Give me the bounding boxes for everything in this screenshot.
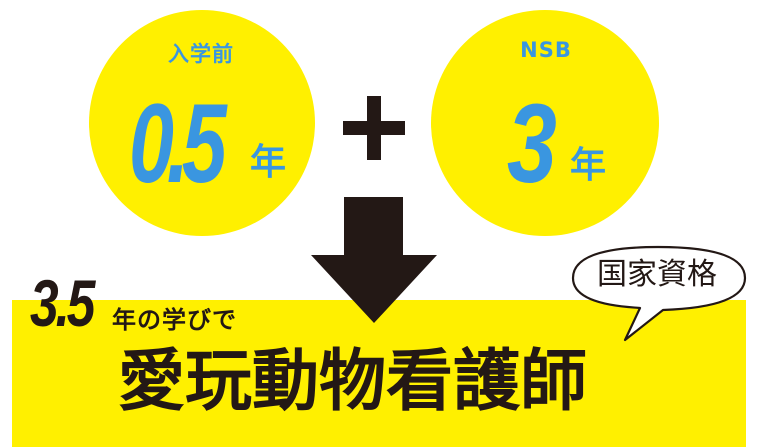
speech-bubble-icon [571,245,747,342]
plus-icon [343,96,405,160]
total-years-caption: 年の学びで [112,306,237,334]
before-enrollment-years-unit: 年 [250,142,287,183]
nsb-label: NSB [520,38,572,62]
nsb-years-unit: 年 [570,145,607,186]
nsb-circle: NSB 3 年 [431,10,659,236]
national-qualification-label: 国家資格 [597,257,717,292]
before-enrollment-years-value: 0.5 [129,81,227,206]
job-title: 愛玩動物看護師 [118,342,587,420]
arrow-down-icon [311,197,437,323]
before-enrollment-label: 入学前 [168,42,234,66]
before-enrollment-circle: 入学前 0.5 年 [89,10,315,236]
result-band [12,300,746,447]
total-years-value: 3.5 [30,266,95,340]
nsb-years-value: 3 [507,81,557,206]
